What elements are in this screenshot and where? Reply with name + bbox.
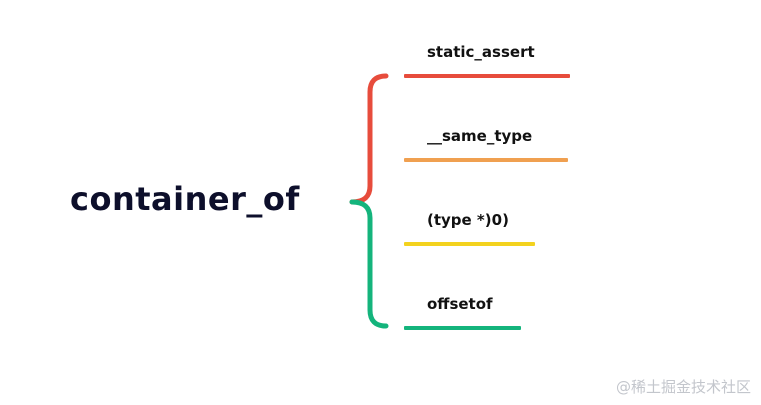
lower-brace: [349, 199, 389, 329]
branch-label-offsetof: offsetof: [427, 295, 493, 313]
branch-label-same-type: __same_type: [427, 127, 533, 145]
branch-label-type-cast: (type *)0): [427, 211, 509, 229]
root-node-label: container_of: [70, 180, 300, 218]
watermark: @稀土掘金技术社区: [615, 378, 751, 396]
branch-underline-type-cast: [404, 242, 535, 246]
upper-brace: [349, 73, 389, 205]
branch-label-static-assert: static_assert: [427, 43, 535, 61]
branch-underline-same-type: [404, 158, 568, 162]
branch-underline-static-assert: [404, 74, 570, 78]
branch-underline-offsetof: [404, 326, 521, 330]
